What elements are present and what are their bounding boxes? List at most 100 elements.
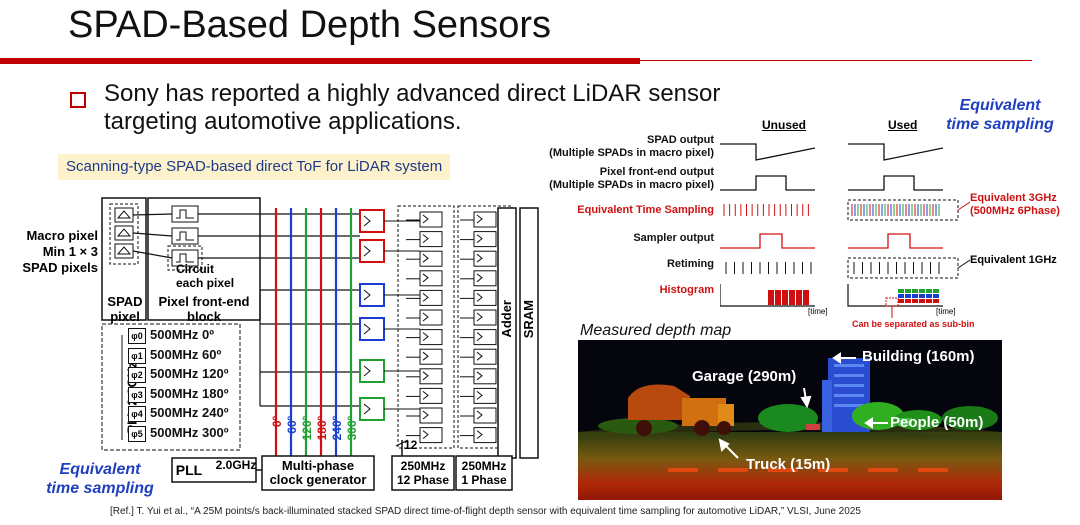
histogram-axes-used [847, 284, 943, 307]
eq-bottom-line-2: time sampling [46, 480, 154, 497]
block-12-phase-line-2: 12 Phase [396, 473, 450, 487]
slide-title: SPAD-Based Depth Sensors [68, 4, 551, 46]
front-end-wave-unused [720, 175, 815, 191]
pll-phase-symbol-4: φ4 [128, 406, 146, 422]
block-12-phase-label: 250MHz 12 Phase [392, 459, 454, 487]
register-12-clock-6 [422, 332, 429, 341]
sram-label: SRAM [521, 300, 536, 339]
hist-bar-used-2-1 [905, 299, 911, 303]
spad-pixel-box [101, 197, 147, 321]
bullet-line-2: targeting automotive applications. [104, 108, 462, 135]
circuit-each-pixel-label: Circuit each pixel [176, 262, 234, 290]
block-250mhz-12-phase [391, 455, 455, 491]
block-1-phase-line-1: 250MHz [461, 459, 507, 473]
front-end-circuit-icons [167, 205, 203, 271]
circuit-line-1: Circuit [176, 262, 215, 276]
bus-width-label: 12 [404, 438, 418, 452]
sampler-clock-mark-5 [363, 403, 371, 415]
bullet-text: Sony has reported a highly advanced dire… [104, 80, 720, 136]
pll-dashed-box [101, 323, 241, 451]
register-1-clock-10 [476, 410, 483, 420]
register-1-clock-7 [476, 351, 483, 361]
hist-bar-used-2-4 [926, 299, 932, 303]
phase-label-0: 0º [270, 416, 284, 428]
time-axis-label-unused: [time] [808, 307, 828, 316]
pll-phase-symbol-5: φ5 [128, 425, 146, 442]
annotation-building: Building (160m) [862, 348, 975, 365]
timing-row-label-5: Histogram [500, 284, 714, 297]
register-1-clock-11 [476, 430, 483, 439]
register-1-7 [473, 348, 497, 365]
sampler-clock-mark-4 [363, 365, 371, 377]
hist-bar-used-0-0 [898, 289, 904, 293]
register-12-3 [419, 270, 443, 287]
spad-pixel-line-2: pixel [110, 309, 140, 324]
timing-row-label-2: Equivalent Time Sampling [500, 204, 714, 217]
eq3ghz-line-2: (500MHz 6Phase) [970, 205, 1060, 217]
eq-bottom-line-1: Equivalent [59, 461, 141, 478]
sampler-clock-mark-1 [363, 245, 371, 257]
sampler-1 [359, 239, 385, 263]
pll-block [171, 457, 257, 483]
sampler-5 [359, 397, 385, 421]
register-1-0 [473, 211, 497, 228]
register-1-clock-5 [476, 312, 483, 322]
register-12-clock-9 [422, 391, 429, 400]
title-rule-thin [640, 60, 1032, 61]
register-1-8 [473, 368, 497, 385]
phase-label-4: 240º [330, 416, 344, 441]
phase-label-2: 120º [300, 416, 314, 441]
pfe-line-2: block [187, 309, 221, 324]
register-12-clock-7 [422, 351, 429, 361]
depth-map-image [578, 340, 1002, 500]
measured-depth-map-label: Measured depth map [580, 322, 732, 339]
timing-row-label-0: SPAD output(Multiple SPADs in macro pixe… [500, 134, 714, 160]
spad-output-wave-used [848, 143, 944, 161]
retiming-highlight-box [847, 257, 959, 279]
reference-citation: [Ref.] T. Yui et al., “A 25M points/s ba… [110, 506, 861, 517]
pll-box-label: PLL [175, 462, 203, 478]
hist-bar-used-1-0 [898, 294, 904, 298]
register-1-3 [473, 270, 497, 287]
register-12-0 [419, 211, 443, 228]
block-diagram [101, 197, 539, 491]
macro-pixel-box [109, 203, 139, 265]
clock-generator-label: Multi-phase clock generator [262, 459, 374, 487]
hist-bar-used-0-2 [912, 289, 918, 293]
register-12-clock-5 [422, 312, 429, 322]
pll-phase-text-4: 500MHz 240º [150, 405, 229, 420]
register-12-clock-3 [422, 273, 429, 283]
spad-output-wave-unused [720, 143, 816, 161]
register-12-clock-11 [422, 430, 429, 439]
block-250mhz-1-phase [455, 455, 513, 491]
register-12-clock-10 [422, 410, 429, 420]
hist-bar-unused-3 [789, 290, 795, 305]
eq-top-line-1: Equivalent [959, 97, 1041, 114]
register-1-1 [473, 231, 497, 248]
equivalent-3ghz-note: Equivalent 3GHz (500MHz 6Phase) [970, 192, 1060, 218]
equivalent-1ghz-note: Equivalent 1GHz [970, 254, 1057, 266]
sampler-clock-mark-0 [363, 215, 371, 227]
sampler-0 [359, 209, 385, 233]
timing-row-label-5-line-1: Histogram [659, 284, 714, 296]
register-1-clock-0 [476, 214, 483, 224]
hist-bar-used-0-1 [905, 289, 911, 293]
time-axis-label-used: [time] [936, 307, 956, 316]
sampler-array [359, 209, 420, 421]
register-1-clock-1 [476, 234, 483, 243]
timing-diagram [720, 143, 970, 318]
register-12-11 [419, 427, 443, 444]
pll-frequency-label: 2.0GHz [215, 458, 257, 472]
front-end-wave-used [848, 175, 943, 191]
sampler-4 [359, 359, 385, 383]
hist-bar-unused-5 [803, 290, 809, 305]
pll-phase-text-3: 500MHz 180º [150, 385, 229, 401]
hist-bar-unused-1 [775, 290, 781, 305]
timing-row-label-0-line-2: (Multiple SPADs in macro pixel) [549, 147, 714, 159]
timing-row-label-2-line-1: Equivalent Time Sampling [577, 204, 714, 216]
register-12-5 [419, 309, 443, 326]
eq-top-line-2: time sampling [946, 116, 1054, 133]
timing-row-label-4: Retiming [500, 258, 714, 271]
phase-label-1: 60º [285, 416, 299, 434]
register-1-4 [473, 289, 497, 306]
